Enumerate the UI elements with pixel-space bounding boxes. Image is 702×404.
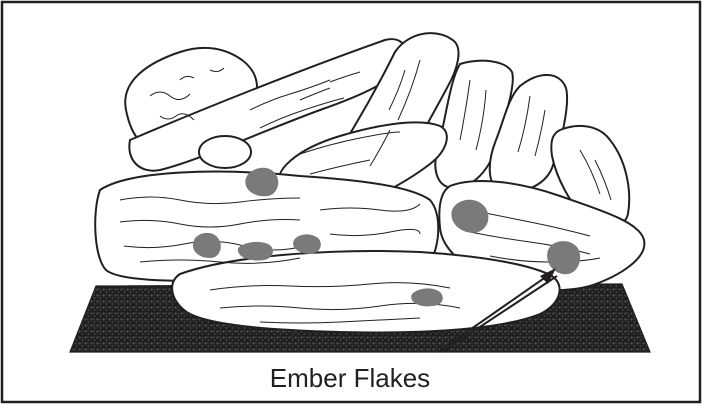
ember-flakes-label: Ember Flakes bbox=[270, 363, 430, 393]
log-knot bbox=[199, 136, 251, 168]
log-group bbox=[95, 33, 644, 332]
